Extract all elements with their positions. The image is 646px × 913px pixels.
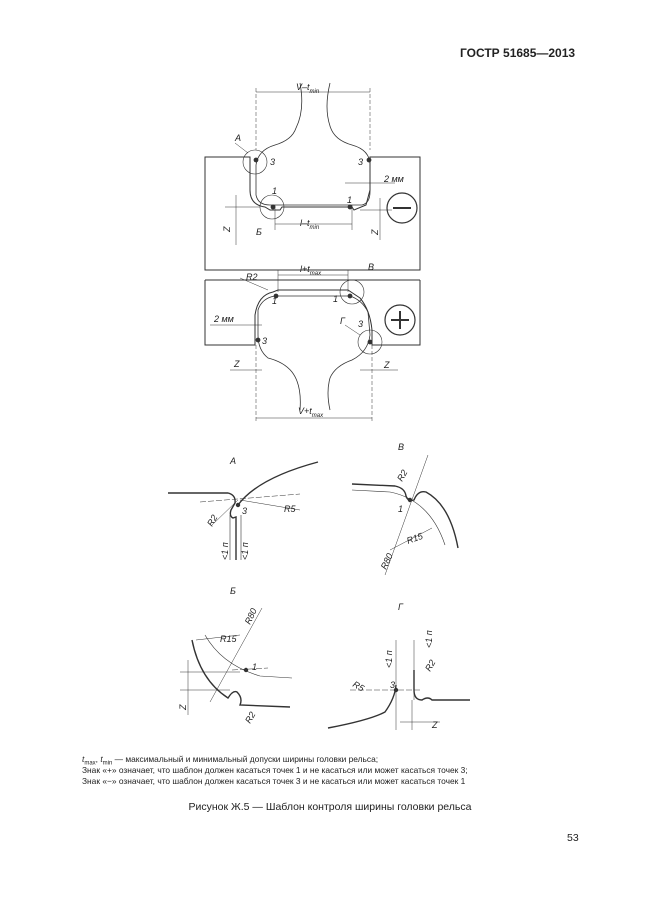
minus-template [204,82,421,271]
standard-header: ГОСТР 51685—2013 [460,46,576,60]
dim-z-upper-right: Z [370,229,380,236]
detail-g-point-3: 3 [390,680,395,690]
detail-g-title: Г [398,602,404,612]
dim-2mm-lower: 2 мм [213,314,234,324]
page-number: 53 [567,832,579,844]
label-a: А [234,133,241,143]
dim-v-plus-t: V+tmax [298,406,324,419]
detail-b [180,607,293,715]
point-1-upper-right: 1 [347,195,352,205]
detail-b-title: Б [230,586,236,596]
dim-z-lower-left: Z [233,359,240,369]
detail-g-1n-right: <1 п [424,630,434,648]
detail-b-r2: R2 [243,710,257,725]
label-b: Б [256,227,262,237]
detail-g-1n-left: <1 п [384,650,394,668]
point-3-upper-right: 3 [358,157,363,167]
detail-a-point-3: 3 [242,506,247,516]
dim-l-plus-t: l+tmax [300,264,322,277]
point-3-upper-left: 3 [270,157,275,167]
point-3-lower-right: 3 [358,319,363,329]
detail-b-r15: R15 [220,634,238,644]
label-r2-lower: R2 [246,272,258,282]
detail-v-r2: R2 [395,468,409,483]
detail-a-r5: R5 [284,504,296,514]
point-3-lower-left: 3 [262,336,267,346]
detail-v-r15: R15 [405,530,425,545]
point-1-lower-left: 1 [272,296,277,306]
detail-v-point-1: 1 [398,504,403,514]
detail-g-z: Z [431,720,438,730]
point-1-upper-left: 1 [272,186,277,196]
note-tolerances: tmax, tmin — максимальный и минимальный … [82,754,379,767]
note-plus-sign: Знак «+» означает, что шаблон должен кас… [82,765,468,775]
point-1-lower-right: 1 [333,294,338,304]
detail-a-1n-left: <1 п [220,542,230,560]
dim-z-upper-left: Z [222,226,232,233]
note-minus-sign: Знак «−» означает, что шаблон должен кас… [82,776,466,786]
detail-g [327,640,470,730]
dim-2mm-upper: 2 мм [383,174,404,184]
detail-g-r2: R2 [423,658,437,673]
detail-a-1n-right: <1 п [240,542,250,560]
detail-b-r80: R80 [243,607,259,626]
dim-z-lower-right: Z [383,360,390,370]
detail-a-title: А [229,456,236,466]
detail-v [351,454,459,576]
label-g: Г [340,316,346,326]
detail-v-title: В [398,442,404,452]
detail-b-point-1: 1 [252,662,257,672]
dim-l-minus-t: l–tmin [300,218,320,231]
detail-a-r2: R2 [205,513,219,528]
figure-caption: Рисунок Ж.5 — Шаблон контроля ширины гол… [188,801,472,813]
detail-b-z: Z [178,704,188,711]
dim-v-minus-t: V–tmin [296,82,320,95]
detail-g-r5: R5 [351,679,367,694]
plus-template [204,270,421,422]
detail-a [168,461,319,560]
label-v: В [368,262,374,272]
